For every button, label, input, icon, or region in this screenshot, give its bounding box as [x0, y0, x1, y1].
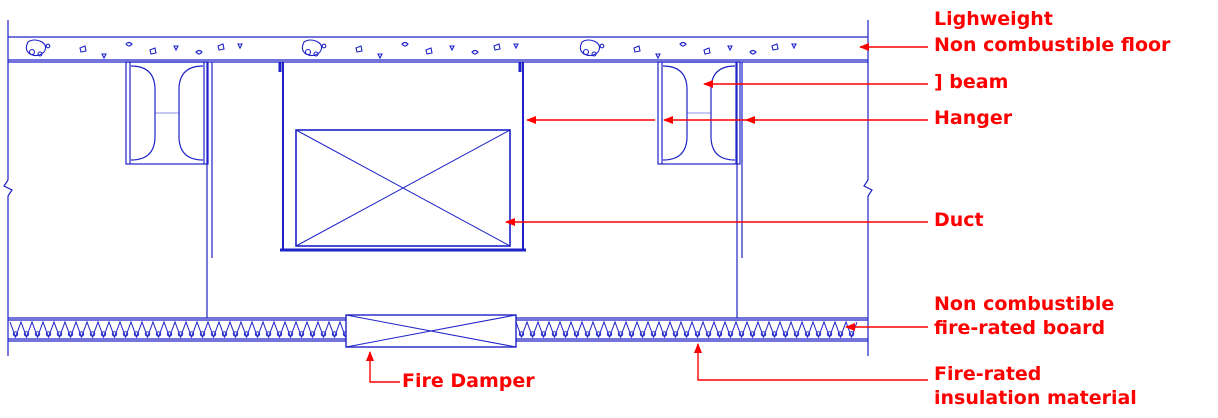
floor-aggregate-pattern: [25, 39, 797, 60]
floor-slab: [8, 36, 868, 63]
insulation-label-line1: Fire-rated: [934, 363, 1042, 385]
damper-label: Fire Damper: [402, 370, 535, 392]
board-label-line2: fire-rated board: [934, 317, 1106, 339]
duct-hangers: [278, 62, 524, 250]
leader-lines: [366, 43, 928, 383]
floor-label-line1: Lighweight: [934, 8, 1053, 30]
board-hangers: [206, 62, 743, 318]
duct-section: [280, 129, 526, 252]
beam-label: ] beam: [934, 71, 1009, 93]
insulation-leader: [694, 343, 928, 381]
i-beam-right: [657, 61, 741, 165]
duct-label: Duct: [934, 209, 984, 231]
floor-label-line2: Non combustible floor: [934, 34, 1171, 56]
damper-leader: [366, 351, 400, 383]
left-wall: [3, 20, 13, 356]
right-wall: [863, 20, 873, 356]
i-beam-left: [125, 61, 209, 165]
board-label-line1: Non combustible: [934, 293, 1115, 315]
hanger-label: Hanger: [934, 107, 1013, 129]
fire-damper: [345, 314, 517, 348]
insulation-zigzag-pattern: [9, 320, 858, 339]
insulation-label-line2: insulation material: [934, 387, 1137, 409]
